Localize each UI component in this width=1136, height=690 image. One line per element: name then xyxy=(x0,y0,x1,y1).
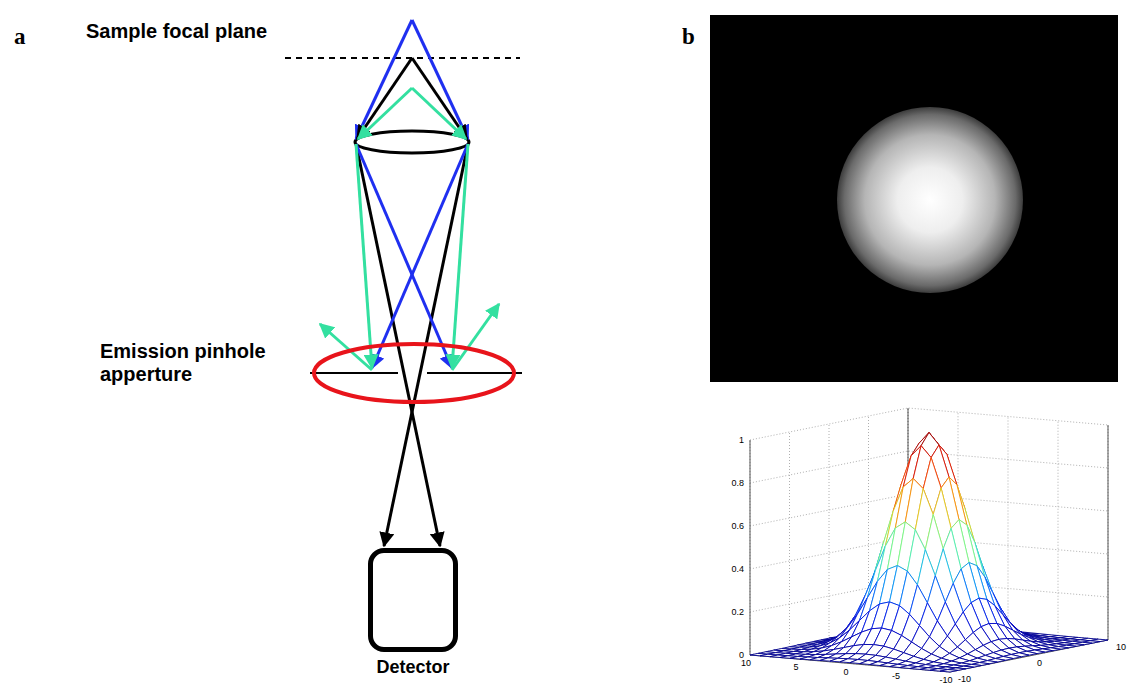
surface-plot xyxy=(750,408,1108,672)
axis-tick: -10 xyxy=(958,674,971,684)
panel-letter: a xyxy=(14,24,26,50)
pinhole-label: Emission pinhole apperture xyxy=(100,340,290,386)
axis-tick: 0 xyxy=(843,667,848,677)
axis-tick: 5 xyxy=(793,662,798,672)
plane-label: Sample focal plane xyxy=(86,20,267,43)
pinhole-plate xyxy=(310,372,398,374)
axis-tick: 0.4 xyxy=(731,564,744,574)
airy-disk xyxy=(837,107,1023,293)
axis-tick: 1 xyxy=(739,435,744,445)
panel-letter: b xyxy=(682,24,695,50)
axis-tick: -5 xyxy=(892,671,900,681)
axis-tick: 10 xyxy=(741,658,751,668)
axis-tick: -10 xyxy=(939,675,952,685)
psf-image xyxy=(710,15,1118,382)
axis-tick: 0.6 xyxy=(731,521,744,531)
axis-tick: 0.8 xyxy=(731,478,744,488)
detector: Detector xyxy=(368,548,458,681)
node-label: Detector xyxy=(376,657,449,678)
lens xyxy=(355,131,469,153)
focal-plane-line xyxy=(285,57,520,59)
rays xyxy=(320,20,499,546)
axis-tick: 0.2 xyxy=(731,607,744,617)
axis-tick: 0 xyxy=(1037,658,1042,668)
pinhole-highlight xyxy=(314,344,514,402)
axis-tick: 10 xyxy=(1116,642,1126,652)
detector-body xyxy=(368,548,458,652)
pinhole-plate xyxy=(427,372,522,374)
